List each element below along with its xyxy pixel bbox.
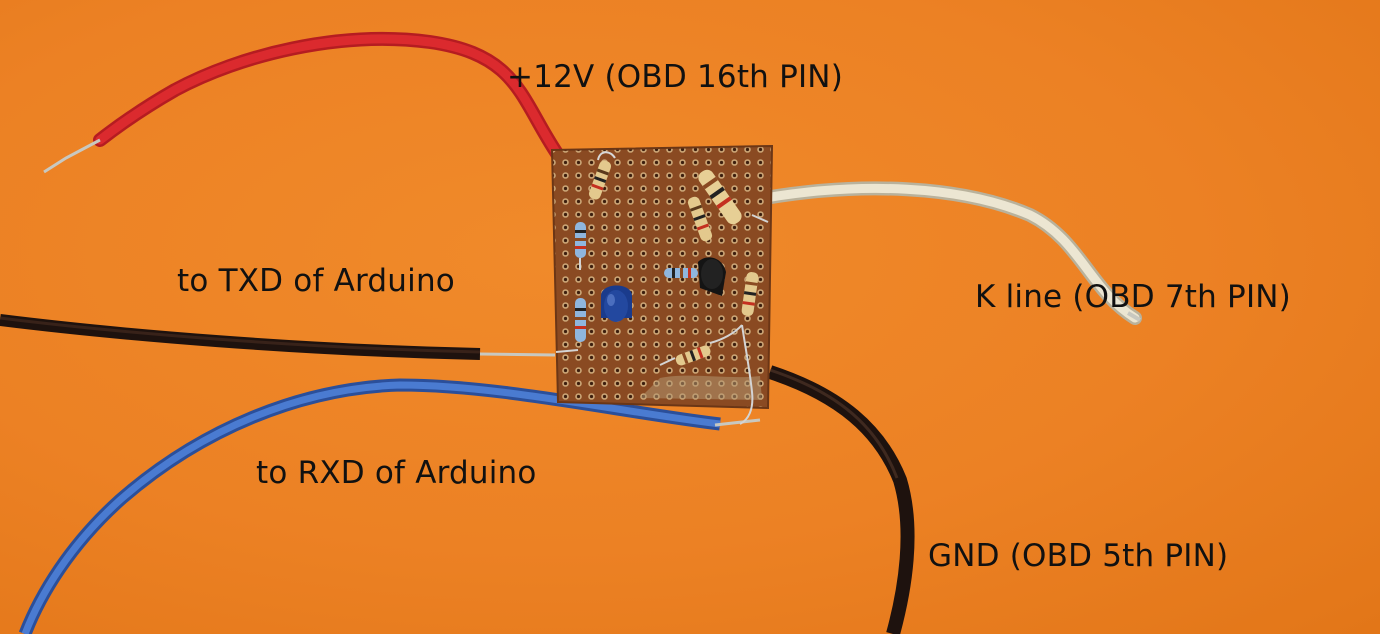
resistor-8: [675, 345, 711, 366]
white-wire: [758, 181, 1142, 325]
resistor-3: [575, 298, 586, 342]
resistor-6: [664, 268, 698, 278]
perfboard: [550, 144, 774, 410]
txd-label: to TXD of Arduino: [177, 263, 455, 299]
blue-wire: [18, 378, 761, 634]
component-leads: [555, 214, 769, 425]
rxd-label: to RXD of Arduino: [256, 455, 537, 491]
resistor-2: [575, 222, 586, 258]
kline-label: K line (OBD 7th PIN): [975, 279, 1291, 315]
resistor-1: [588, 151, 616, 200]
transistor-black: [698, 257, 726, 296]
black-wire-gnd: [767, 365, 915, 634]
resistor-5: [687, 196, 713, 242]
resistor-4: [698, 169, 742, 225]
plus12v-label: +12V (OBD 16th PIN): [507, 59, 843, 95]
gnd-label: GND (OBD 5th PIN): [928, 538, 1229, 574]
transistor-blue: [601, 285, 632, 322]
red-wire: [43, 31, 567, 174]
black-wire-txd: [0, 314, 556, 360]
resistor-7: [741, 272, 759, 316]
